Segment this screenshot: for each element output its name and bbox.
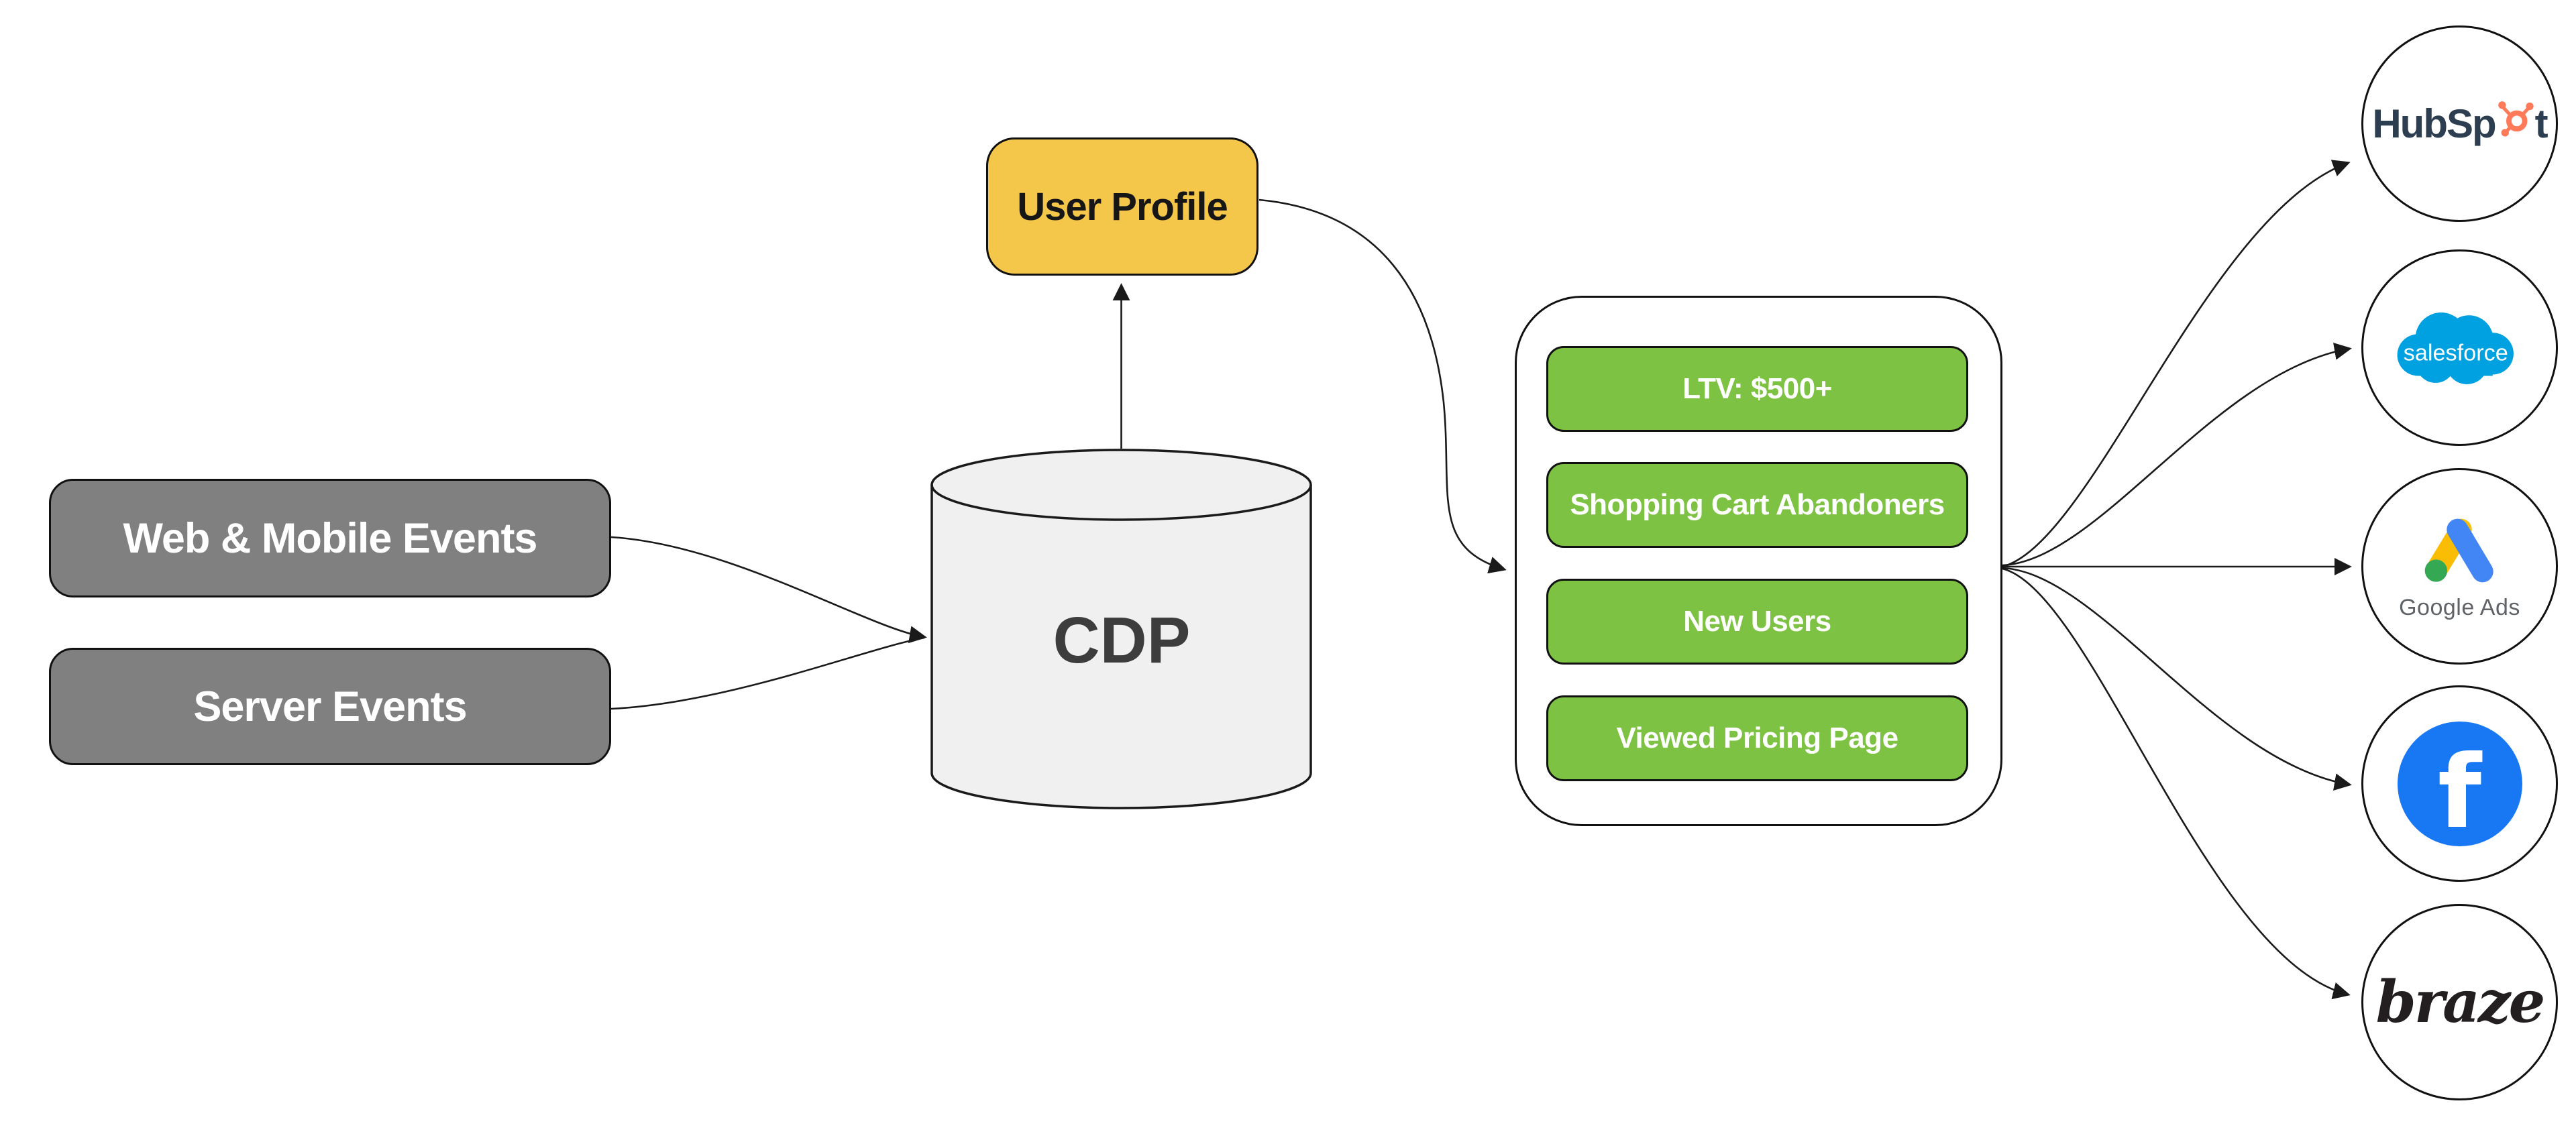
- connector-segments-to-hubspot: [2002, 160, 2351, 568]
- cdp-cylinder: [930, 449, 1312, 809]
- facebook-icon: f: [2397, 721, 2522, 846]
- destination-facebook: f: [2361, 685, 2558, 882]
- cdp-title: CDP: [1053, 604, 1191, 677]
- source-box-web-mobile-events: Web & Mobile Events: [49, 479, 611, 597]
- source-label: Server Events: [193, 683, 467, 730]
- connector-segments-to-braze: [2002, 567, 2351, 1000]
- segment-cart-abandoners: Shopping Cart Abandoners: [1546, 462, 1968, 548]
- user-profile-label: User Profile: [1017, 184, 1228, 229]
- segments-container: LTV: $500+ Shopping Cart Abandoners New …: [1515, 296, 2002, 826]
- segment-viewed-pricing: Viewed Pricing Page: [1546, 695, 1968, 781]
- connector-segments-to-salesforce: [2002, 342, 2352, 567]
- facebook-f-glyph: f: [2437, 734, 2482, 846]
- hubspot-sprocket-icon: [2498, 101, 2534, 137]
- source-label: Web & Mobile Events: [123, 514, 538, 562]
- connector-web-events-to-cdp: [610, 536, 927, 644]
- salesforce-cloud-icon: salesforce: [2397, 312, 2514, 384]
- destination-hubspot: HubSp t: [2361, 25, 2558, 222]
- salesforce-wordmark: salesforce: [2403, 340, 2508, 365]
- hubspot-logo: HubSp t: [2372, 101, 2548, 147]
- segment-new-users: New Users: [1546, 579, 1968, 665]
- google-ads-caption: Google Ads: [2399, 595, 2520, 620]
- connector-user-profile-to-segments: [1258, 198, 1507, 574]
- segment-ltv: LTV: $500+: [1546, 346, 1968, 432]
- braze-wordmark: braze: [2375, 968, 2546, 1036]
- destination-braze: braze: [2361, 904, 2558, 1100]
- connector-server-events-to-cdp: [610, 636, 925, 710]
- user-profile-box: User Profile: [986, 137, 1258, 276]
- destination-salesforce: salesforce: [2361, 249, 2558, 446]
- source-box-server-events: Server Events: [49, 648, 611, 765]
- google-ads-icon: [2425, 518, 2494, 583]
- destination-google-ads: Google Ads: [2361, 468, 2558, 665]
- connector-segments-to-facebook: [2002, 567, 2352, 791]
